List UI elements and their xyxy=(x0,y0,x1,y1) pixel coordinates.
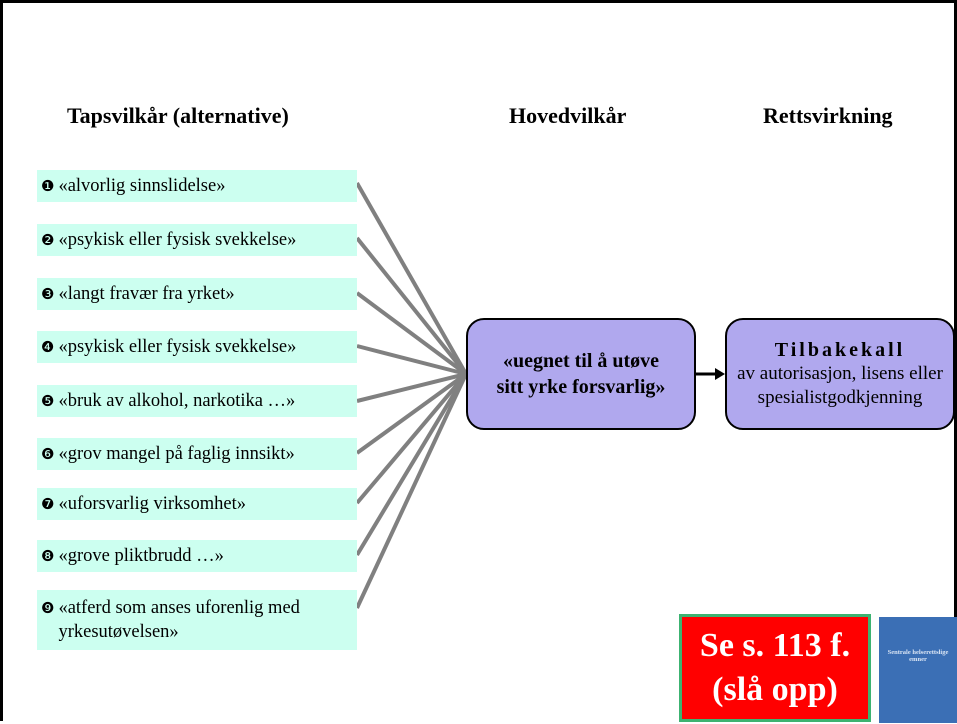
book-cover-image: Sentrale helserettslige emner xyxy=(879,617,957,723)
book-title: Sentrale helserettslige emner xyxy=(887,649,949,663)
condition-text-5: «bruk av alkohol, narkotika …» xyxy=(58,390,296,411)
number-9-icon: ❾ xyxy=(41,599,55,617)
legal-effect-line-1: av autorisasjon, lisens eller xyxy=(737,363,943,384)
condition-item-4: ❹ «psykisk eller fysisk svekkelse» xyxy=(37,331,357,363)
condition-text-6: «grov mangel på faglig innsikt» xyxy=(58,443,295,464)
arrow-head xyxy=(715,368,725,380)
condition-item-2: ❷ «psykisk eller fysisk svekkelse» xyxy=(37,224,357,256)
condition-text-2: «psykisk eller fysisk svekkelse» xyxy=(58,229,297,250)
main-condition-line-2: sitt yrke forsvarlig» xyxy=(496,376,666,398)
legal-effect-box: Tilbakekall av autorisasjon, lisens elle… xyxy=(725,318,955,430)
condition-item-3: ❸ «langt fravær fra yrket» xyxy=(37,278,357,310)
header-loss-conditions: Tapsvilkår (alternative) xyxy=(67,103,289,128)
condition-item-9: ❾ «atferd som anses uforenlig med yrkesu… xyxy=(37,590,357,650)
condition-text-3: «langt fravær fra yrket» xyxy=(58,283,235,304)
connector-line-8 xyxy=(355,372,468,557)
condition-text-8: «grove pliktbrudd …» xyxy=(58,545,224,566)
connector-line-2 xyxy=(355,236,468,376)
condition-item-8: ❽ «grove pliktbrudd …» xyxy=(37,540,357,572)
page-reference-line-1: Se s. 113 f. xyxy=(699,627,851,664)
number-8-icon: ❽ xyxy=(41,547,55,565)
number-1-icon: ❶ xyxy=(41,177,55,195)
page-reference-line-2: (slå opp) xyxy=(712,671,838,708)
condition-text-1: «alvorlig sinnslidelse» xyxy=(58,175,226,196)
connector-line-9 xyxy=(355,373,468,609)
number-7-icon: ❼ xyxy=(41,495,55,513)
header-legal-effect: Rettsvirkning xyxy=(763,103,893,128)
number-5-icon: ❺ xyxy=(41,392,55,410)
number-4-icon: ❹ xyxy=(41,338,55,356)
number-3-icon: ❸ xyxy=(41,285,55,303)
condition-text-7: «uforsvarlig virksomhet» xyxy=(58,493,246,514)
page-reference-box: Se s. 113 f. (slå opp) xyxy=(679,614,871,722)
main-condition-box: «uegnet til å utøve sitt yrke forsvarlig… xyxy=(466,318,696,430)
connector-line-7 xyxy=(355,372,468,505)
condition-item-7: ❼ «uforsvarlig virksomhet» xyxy=(37,488,357,520)
main-condition-line-1: «uegnet til å utøve xyxy=(502,350,660,372)
connector-lines xyxy=(355,182,725,609)
connector-line-5 xyxy=(356,372,467,403)
number-2-icon: ❷ xyxy=(41,231,55,249)
connector-line-4 xyxy=(356,344,467,376)
condition-text-4: «psykisk eller fysisk svekkelse» xyxy=(58,336,297,357)
condition-item-1: ❶ «alvorlig sinnslidelse» xyxy=(37,170,357,202)
connector-line-1 xyxy=(355,182,468,375)
legal-effect-title: Tilbakekall xyxy=(774,339,906,361)
legal-effect-line-2: spesialistgodkjenning xyxy=(757,387,923,408)
header-main-condition: Hovedvilkår xyxy=(509,103,627,128)
connector-line-6 xyxy=(355,372,468,455)
condition-item-6: ❻ «grov mangel på faglig innsikt» xyxy=(37,438,357,470)
condition-text-9: «atferd som anses uforenlig med yrkesutø… xyxy=(58,598,300,642)
number-6-icon: ❻ xyxy=(41,445,55,463)
condition-item-5: ❺ «bruk av alkohol, narkotika …» xyxy=(37,385,357,417)
connector-line-3 xyxy=(355,291,468,376)
